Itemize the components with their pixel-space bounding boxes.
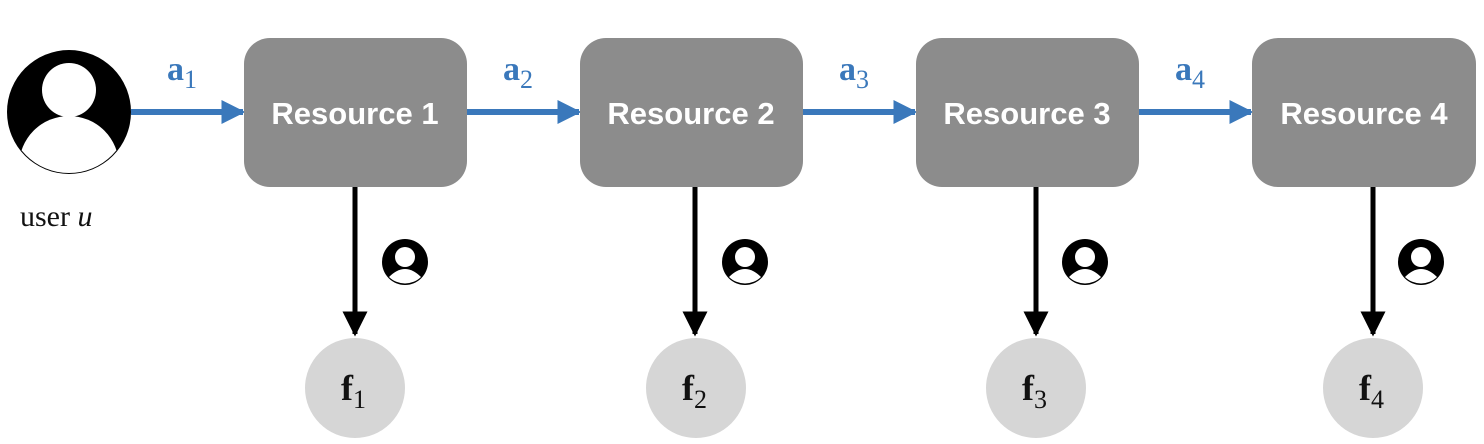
resource-box-1: Resource 1	[244, 38, 467, 187]
small-user-icon-4	[1398, 239, 1444, 285]
resource-label-2: Resource 2	[607, 96, 774, 131]
feedback-node-4: f4	[1323, 338, 1423, 438]
svg-text:f3: f3	[1022, 368, 1047, 414]
svg-text:f4: f4	[1359, 368, 1384, 414]
action-label-1: a1	[167, 51, 197, 94]
svg-text:f1: f1	[341, 368, 366, 414]
small-user-icon-2	[722, 239, 768, 285]
feedback-arrows	[342, 187, 1386, 337]
svg-text:f2: f2	[682, 368, 707, 414]
small-user-icon-3	[1062, 239, 1108, 285]
feedback-node-2: f2	[646, 338, 746, 438]
action-label-4: a4	[1175, 51, 1205, 94]
resource-box-4: Resource 4	[1252, 38, 1476, 187]
resource-label-3: Resource 3	[943, 96, 1110, 131]
resource-box-3: Resource 3	[916, 38, 1139, 187]
action-label-3: a3	[839, 51, 869, 94]
resource-label-4: Resource 4	[1280, 96, 1448, 131]
resource-label-1: Resource 1	[271, 96, 438, 131]
user-caption: user u	[20, 200, 92, 233]
small-user-icon-1	[382, 239, 428, 285]
user-icon	[7, 50, 131, 174]
feedback-node-1: f1	[305, 338, 405, 438]
resource-box-2: Resource 2	[580, 38, 803, 187]
action-label-2: a2	[503, 51, 533, 94]
feedback-node-3: f3	[986, 338, 1086, 438]
